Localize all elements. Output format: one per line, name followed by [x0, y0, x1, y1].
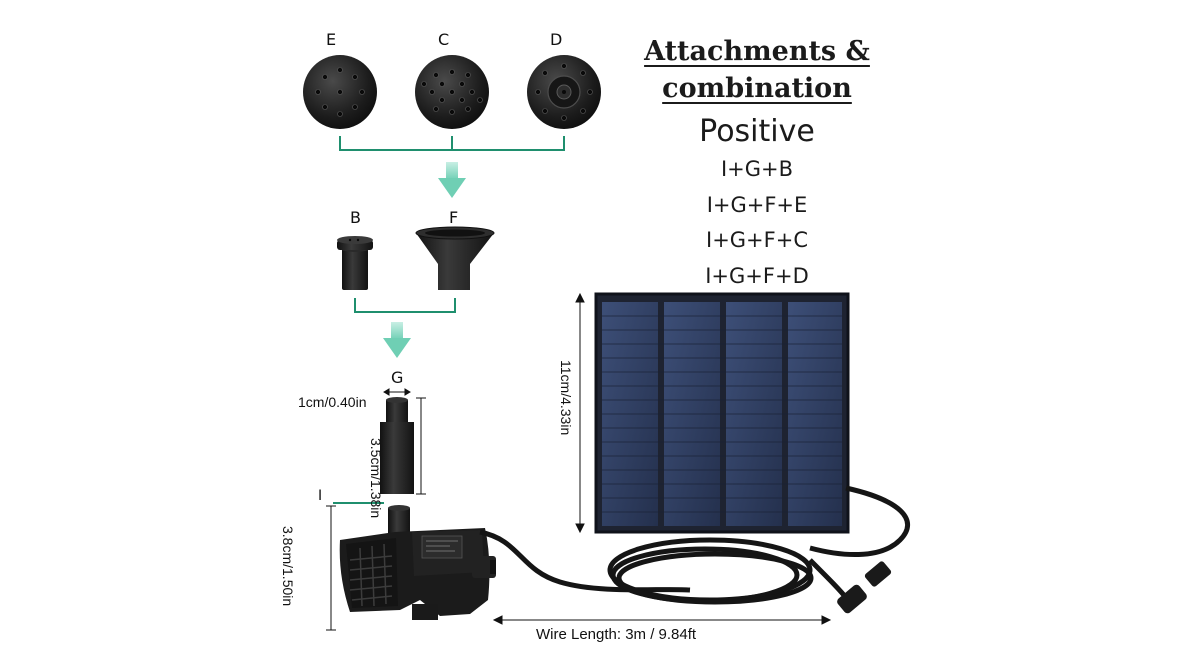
legend-subtitle: Positive [699, 114, 815, 149]
pump-height-arrow [326, 505, 336, 631]
combination-4: I+G+F+D [705, 264, 809, 288]
nozzle-height-arrow [416, 397, 426, 495]
pump-cable [479, 529, 691, 593]
legend-title-line2: combination [662, 73, 852, 104]
nozzle-height-label: 3.5cm/1.38in [368, 438, 384, 519]
combination-1: I+G+B [720, 157, 794, 181]
label-f: F [449, 208, 459, 227]
bracket-b-f [354, 298, 456, 313]
nozzle-f [415, 226, 495, 290]
water-pump [339, 505, 496, 620]
wire-length-arrow [492, 615, 832, 625]
nozzle-disc-c [415, 55, 489, 129]
pump-height-label: 3.8cm/1.50in [280, 526, 296, 607]
label-b: B [350, 208, 361, 227]
label-c: C [438, 30, 450, 49]
extension-tube-g [380, 397, 414, 494]
width-arrow [383, 388, 411, 396]
wire-length-label: Wire Length: 3m / 9.84ft [536, 626, 697, 643]
arrow-down-icon-2 [383, 322, 411, 358]
nozzle-b [337, 236, 373, 290]
label-g: G [391, 368, 404, 387]
legend-title-line1: Attachments & [644, 36, 870, 67]
arrow-down-icon [438, 162, 466, 198]
nozzle-disc-e [303, 55, 377, 129]
combination-3: I+G+F+C [706, 228, 808, 252]
label-d: D [550, 30, 563, 49]
nozzle-disc-d [527, 55, 601, 129]
panel-height-arrow [575, 292, 585, 534]
label-e: E [326, 30, 337, 49]
combination-2: I+G+F+E [706, 193, 808, 217]
nozzle-width-label: 1cm/0.40in [298, 394, 367, 410]
panel-height-label: 11cm/4.33in [558, 360, 574, 436]
solar-panel [594, 292, 850, 534]
cable-connector [837, 561, 892, 614]
label-i: I [318, 488, 323, 504]
bracket-discs [339, 136, 565, 151]
